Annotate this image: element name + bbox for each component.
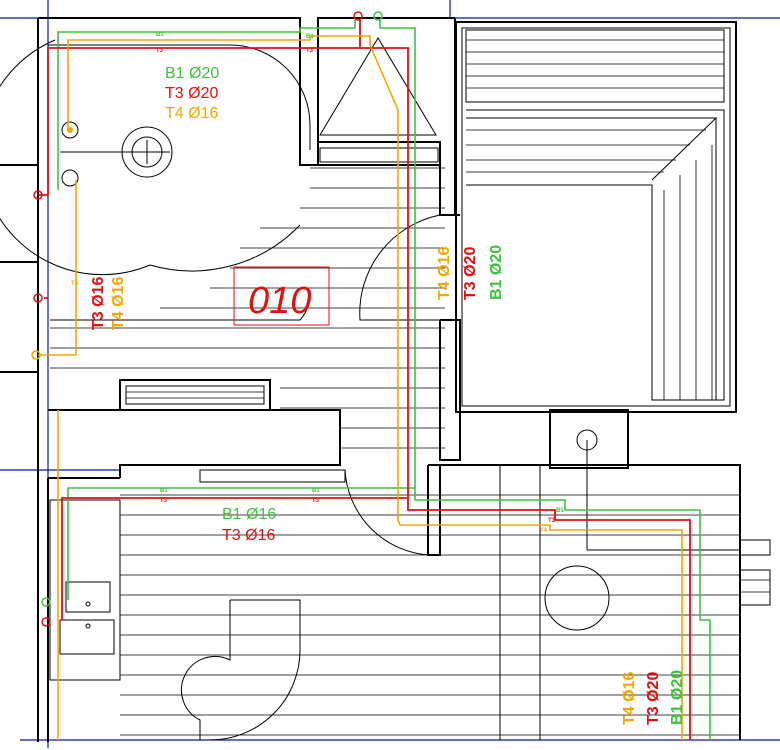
label-group-top: B1 Ø20 T3 Ø20 T4 Ø16: [165, 65, 219, 122]
label-t3-d16: T3 Ø16: [90, 277, 107, 330]
wc-cabinet: [319, 37, 439, 163]
label-b1-d20: B1 Ø20: [669, 670, 686, 725]
pipe-b1: [57, 20, 711, 740]
tag-t3: T3: [312, 498, 320, 504]
tag-t3: T3: [160, 498, 168, 504]
tag-t4: T4: [540, 528, 548, 534]
floor-drain-box: [549, 409, 740, 551]
pipe-tags: B1 T3 T3 B1 B1 T3 B1 T3 B1 T3 T4 T4: [71, 32, 564, 534]
label-t3-d20: T3 Ø20: [645, 672, 662, 725]
label-b1-d20: B1 Ø20: [165, 65, 219, 82]
valve-symbols: [31, 11, 383, 627]
label-b1-d20: B1 Ø20: [488, 245, 505, 300]
room-number-text: 010: [248, 280, 311, 322]
label-t3-d16: T3 Ø16: [222, 527, 275, 544]
tag-b1: B1: [306, 34, 314, 40]
tag-t3: T3: [548, 518, 556, 524]
label-t3-d20: T3 Ø20: [165, 85, 218, 102]
label-group-middle: B1 Ø16 T3 Ø16: [222, 506, 276, 544]
pipe-t4: [38, 35, 683, 740]
tag-t3: T3: [306, 48, 314, 54]
label-t4-d16: T4 Ø16: [165, 105, 218, 122]
room-number: 010: [233, 266, 330, 326]
bench: [119, 379, 346, 483]
label-group-left: T3 Ø16 T4 Ø16: [90, 277, 127, 330]
label-t4-d16: T4 Ø16: [436, 247, 453, 300]
shower-area: [0, 39, 311, 321]
tag-t4: T4: [71, 281, 79, 287]
sauna-room: [455, 21, 737, 413]
label-group-bottom: T4 Ø16 T3 Ø20 B1 Ø20: [621, 670, 686, 725]
tag-b1: B1: [156, 32, 164, 38]
label-b1-d16: B1 Ø16: [222, 506, 276, 523]
tag-b1: B1: [312, 488, 320, 494]
doors: [344, 214, 441, 556]
label-t3-d20: T3 Ø20: [462, 247, 479, 300]
tag-t3: T3: [156, 48, 164, 54]
label-t4-d16: T4 Ø16: [621, 672, 638, 725]
tag-b1: B1: [160, 488, 168, 494]
label-group-center: T4 Ø16 T3 Ø20 B1 Ø20: [436, 245, 505, 300]
tag-b1: B1: [556, 508, 564, 514]
label-t4-d16: T4 Ø16: [110, 277, 127, 330]
